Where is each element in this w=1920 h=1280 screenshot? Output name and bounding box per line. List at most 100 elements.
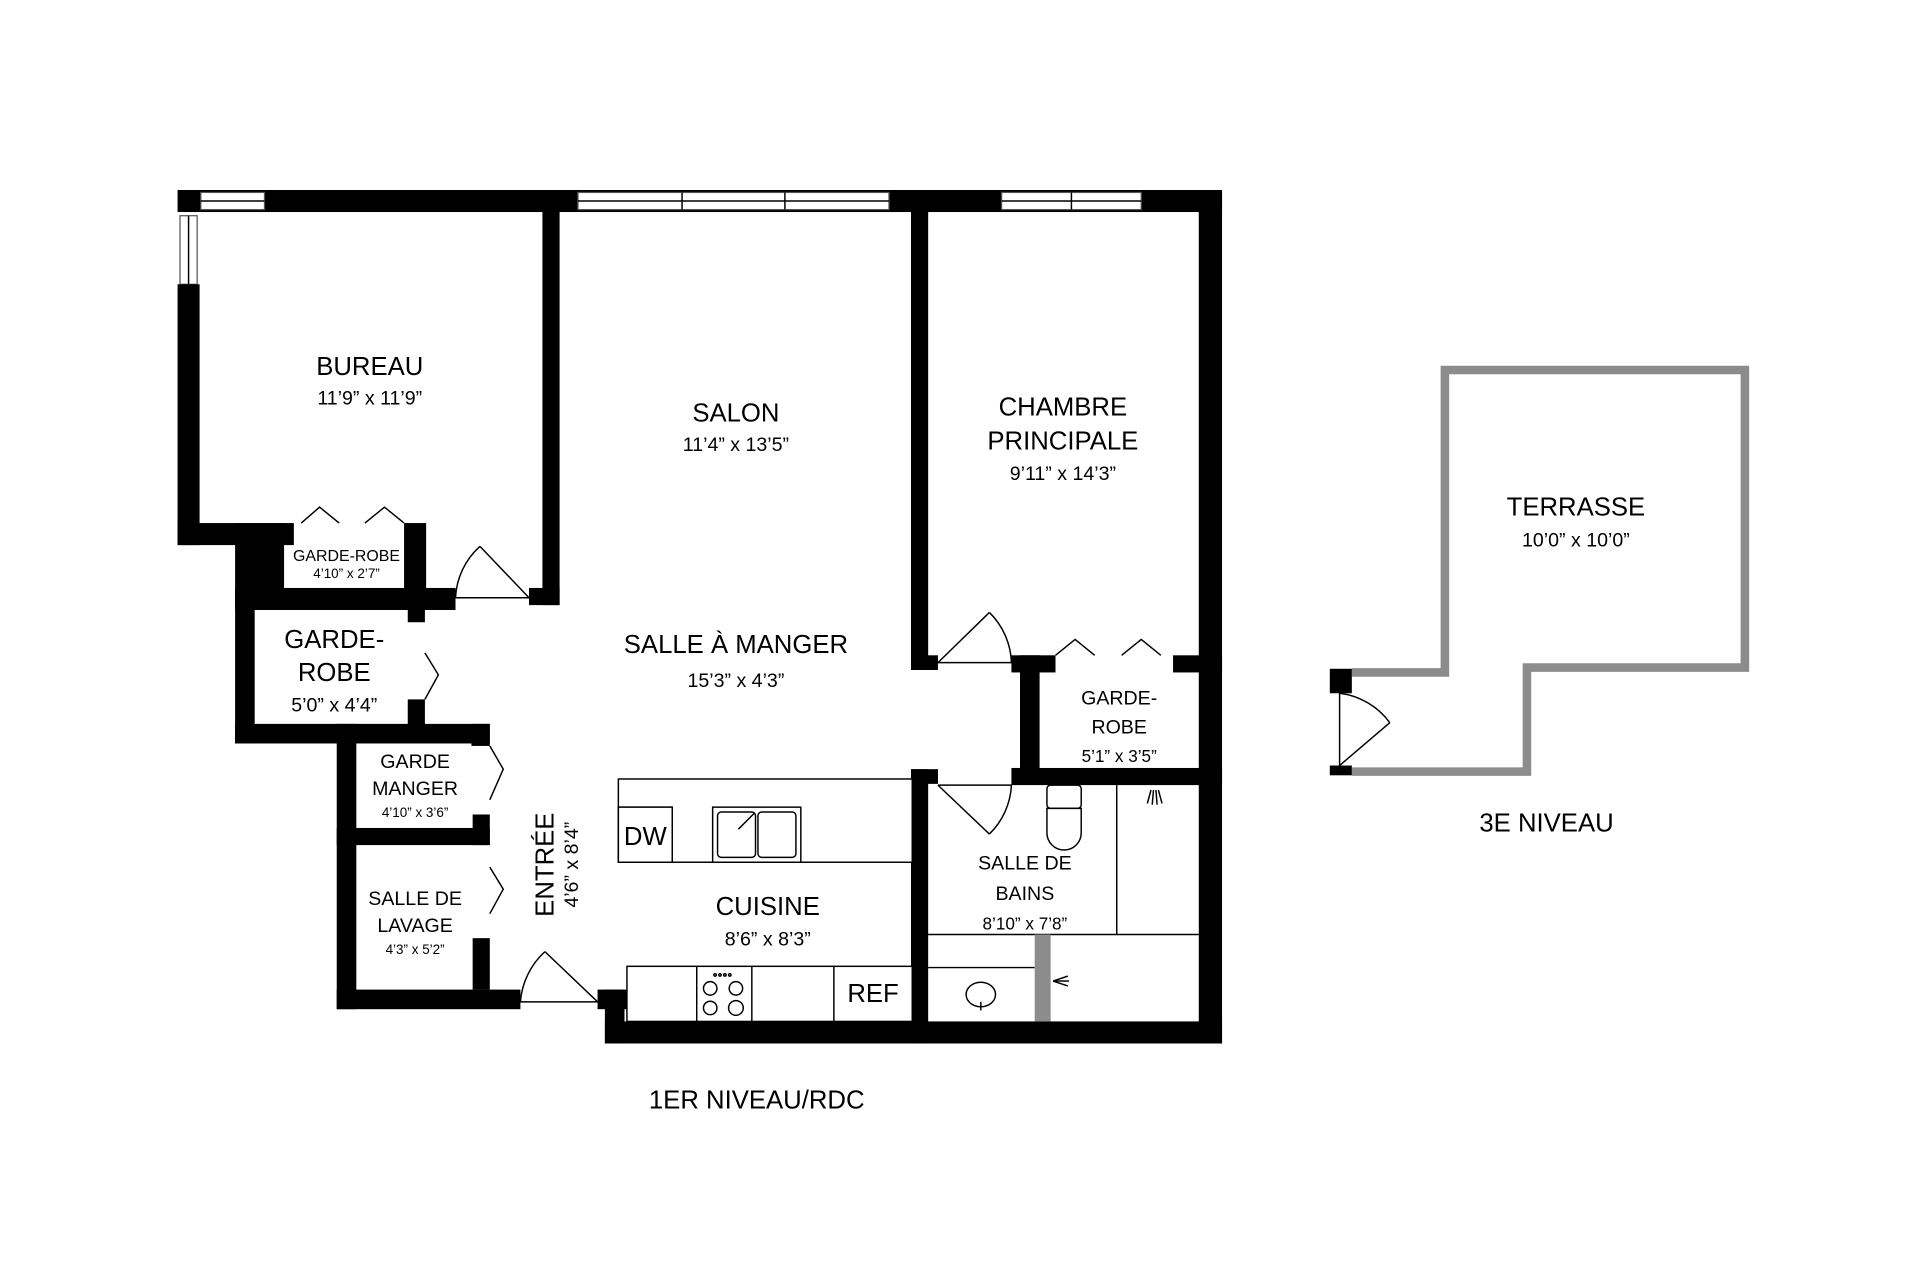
- wall-gm-stub: [472, 814, 490, 846]
- wall-chambre-door-stub: [911, 655, 938, 670]
- wall-bureau-bottom-right: [404, 523, 427, 609]
- wall-gr1-stub: [407, 587, 425, 623]
- ground-floor-plan: DW REF: [177, 190, 1223, 1114]
- room-name: SALON: [692, 399, 779, 427]
- wall-left-bureau: [177, 284, 200, 546]
- room-dimensions: 10’0” x 10’0”: [1522, 529, 1630, 551]
- room-salon: SALON 11’4” x 13’5”: [683, 399, 789, 455]
- terrace-outline: [1351, 365, 1750, 776]
- room-name-line1: GARDE-: [284, 626, 384, 654]
- level-label-ground: 1ER NIVEAU/RDC: [649, 1086, 865, 1114]
- door-gr3-bifold[interactable]: [1055, 638, 1162, 656]
- door-chambre[interactable]: [937, 611, 1013, 664]
- room-salle-de-bains: SALLE DE BAINS 8’10” x 7’8”: [978, 853, 1072, 934]
- toilet-icon: [1046, 784, 1082, 851]
- shower-stall: [928, 785, 1199, 969]
- wall-left-gr2: [235, 587, 255, 744]
- terrace-door-jamb-bottom: [1329, 765, 1352, 776]
- window-bureau-top: [200, 191, 266, 211]
- room-bureau: BUREAU 11’9” x 11’9”: [316, 353, 423, 409]
- room-cuisine: CUISINE 8’6” x 8’3”: [716, 893, 820, 951]
- room-chambre-principale: CHAMBRE PRINCIPALE 9’11” x 14’3”: [987, 393, 1138, 485]
- wall-salon-chambre: [911, 210, 929, 670]
- room-dimensions: 8’6” x 8’3”: [725, 929, 811, 951]
- wall-gm-bottom: [336, 827, 490, 846]
- room-dimensions: 8’10” x 7’8”: [983, 914, 1068, 934]
- room-name-line1: GARDE-: [1081, 687, 1157, 709]
- room-garde-robe-bureau: GARDE-ROBE 4’10” x 2’7”: [293, 548, 400, 581]
- window-chambre: [1001, 191, 1142, 211]
- bath-sink-icon: [965, 981, 997, 1011]
- room-name-line1: SALLE DE: [368, 888, 462, 910]
- door-terrasse[interactable]: [1338, 692, 1391, 767]
- door-entree[interactable]: [519, 951, 599, 1003]
- room-name-line2: BAINS: [996, 883, 1055, 905]
- dishwasher: DW: [617, 806, 673, 863]
- window-bureau-left: [179, 215, 198, 285]
- wall-gr3-left: [1020, 655, 1040, 784]
- stove-icon: [702, 972, 744, 1017]
- room-name: SALLE À MANGER: [624, 630, 848, 659]
- wall-chambre-bottom-right: [1173, 655, 1223, 673]
- wall-gr3-bottom: [1011, 767, 1223, 786]
- wall-gm-top-stub: [471, 723, 490, 746]
- door-bath[interactable]: [937, 784, 1013, 835]
- room-dimensions: 5’0” x 4’4”: [291, 695, 377, 717]
- bath-shower-head-icon: [1052, 975, 1069, 987]
- dishwasher-label: DW: [624, 823, 668, 851]
- room-dimensions: 4’6” x 8’4”: [561, 822, 583, 908]
- room-name: GARDE-ROBE: [293, 548, 400, 565]
- third-floor-plan: TERRASSE 10’0” x 10’0” 3E NIVEAU: [1329, 365, 1750, 838]
- wall-bath-left: [911, 769, 929, 1044]
- room-name-line2: ROBE: [298, 659, 371, 687]
- room-name-line1: SALLE DE: [978, 853, 1072, 875]
- bath-partition: [1034, 934, 1051, 1022]
- wall-lav-bottom: [336, 989, 521, 1010]
- sink-icon: [711, 806, 802, 863]
- room-dimensions: 11’4” x 13’5”: [683, 434, 789, 456]
- room-dimensions: 11’9” x 11’9”: [317, 387, 422, 409]
- room-name: TERRASSE: [1507, 494, 1646, 522]
- room-dimensions: 5’1” x 3’5”: [1082, 746, 1157, 766]
- room-name-line1: GARDE: [380, 751, 450, 773]
- refrigerator-label: REF: [847, 980, 898, 1008]
- room-name-line2: MANGER: [372, 778, 458, 800]
- wall-right: [1198, 190, 1223, 1044]
- room-entree: ENTRÉE 4’6” x 8’4”: [530, 813, 582, 917]
- shower-head-icon: [1146, 789, 1163, 805]
- room-name: CUISINE: [716, 893, 820, 921]
- room-terrasse: TERRASSE 10’0” x 10’0”: [1507, 494, 1646, 552]
- room-name-line2: ROBE: [1091, 717, 1146, 739]
- room-garde-robe-chambre: GARDE- ROBE 5’1” x 3’5”: [1081, 687, 1157, 766]
- room-name: BUREAU: [316, 353, 423, 381]
- room-dimensions: 4’10” x 3’6”: [382, 805, 449, 820]
- room-garde-robe-entree: GARDE- ROBE 5’0” x 4’4”: [284, 626, 384, 717]
- terrace-door-jamb-top: [1329, 668, 1352, 694]
- room-dimensions: 9’11” x 14’3”: [1010, 463, 1116, 485]
- wall-gr1-bottom: [235, 587, 456, 610]
- level-label-third: 3E NIVEAU: [1479, 810, 1613, 838]
- door-gm-bifold[interactable]: [489, 745, 505, 801]
- door-lavage-bifold[interactable]: [489, 866, 505, 915]
- room-name-line2: PRINCIPALE: [987, 428, 1138, 456]
- door-gr2-bifold[interactable]: [424, 652, 440, 700]
- room-dimensions: 4’10” x 2’7”: [313, 566, 380, 581]
- room-name-line2: LAVAGE: [377, 915, 452, 937]
- room-salle-a-manger: SALLE À MANGER 15’3” x 4’3”: [624, 630, 848, 692]
- window-salon: [577, 191, 890, 211]
- room-name: ENTRÉE: [530, 813, 559, 917]
- room-dimensions: 15’3” x 4’3”: [687, 670, 784, 692]
- room-dimensions: 4’3” x 5’2”: [386, 942, 445, 957]
- door-gr1-bifold[interactable]: [300, 506, 405, 524]
- wall-left-gm: [336, 723, 357, 1010]
- room-name-line1: CHAMBRE: [999, 393, 1128, 421]
- kitchen-lower-counter: [626, 965, 913, 1023]
- wall-gr2-stub: [407, 699, 425, 734]
- wall-bureau-right: [542, 210, 560, 606]
- room-salle-de-lavage: SALLE DE LAVAGE 4’3” x 5’2”: [368, 888, 462, 957]
- room-garde-manger: GARDE MANGER 4’10” x 3’6”: [372, 751, 458, 820]
- door-bureau[interactable]: [454, 545, 530, 599]
- wall-bureau-corner: [528, 587, 560, 606]
- wall-gr2-bottom: [235, 723, 490, 744]
